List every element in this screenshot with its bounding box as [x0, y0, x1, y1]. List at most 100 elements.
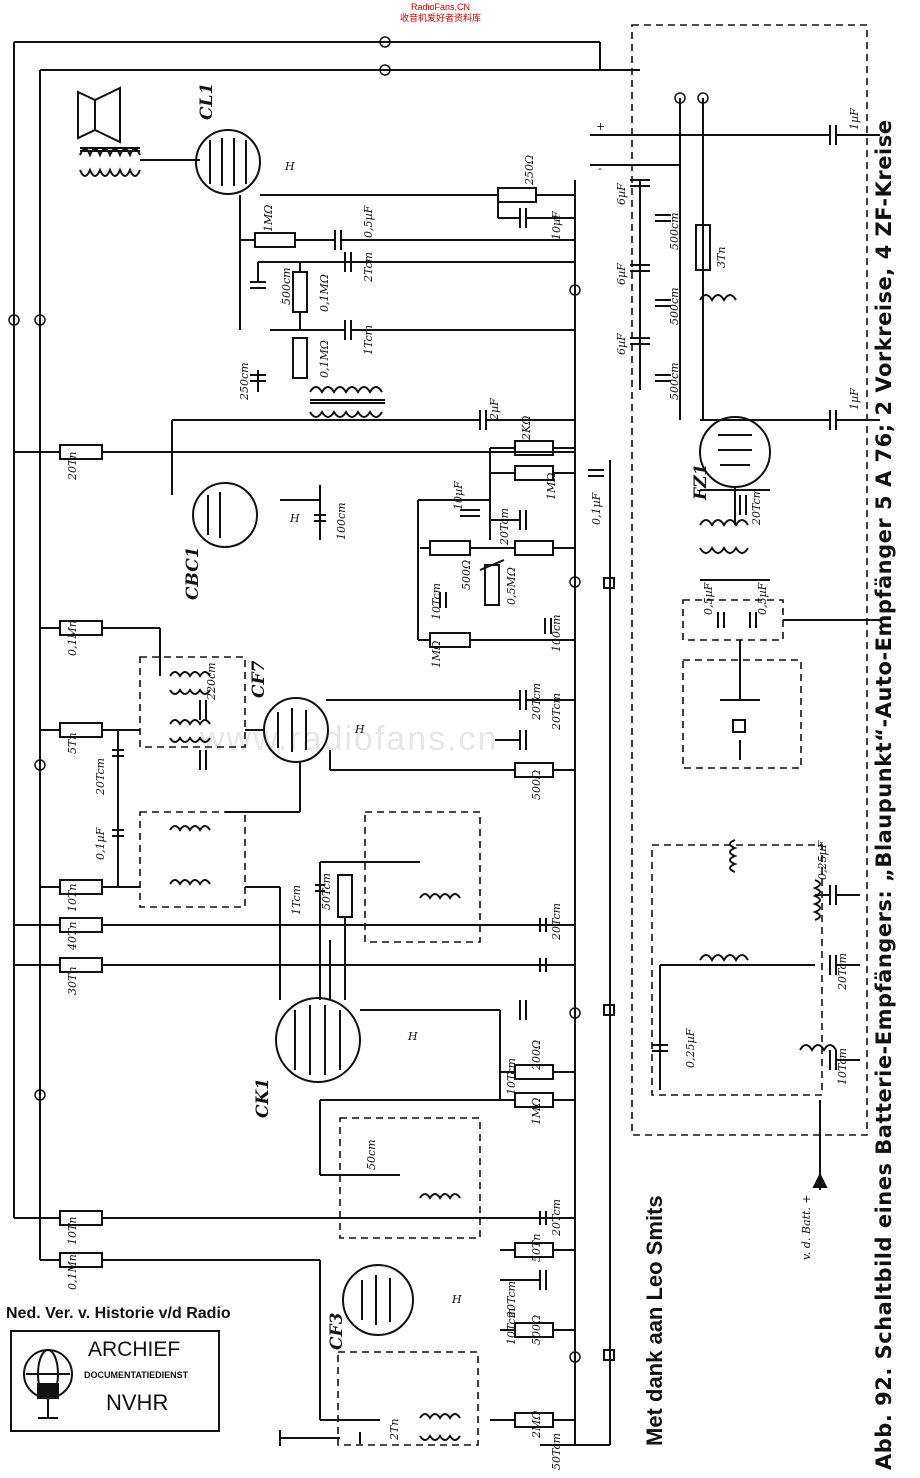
- label-battery: v. d. Batt. +: [800, 1194, 813, 1260]
- label-pwr-5: 500cm: [668, 287, 681, 325]
- label-h-3: H: [354, 723, 365, 736]
- label-right-15: 2MΩ: [530, 1411, 543, 1439]
- label-mid-17: 20Tcm: [550, 693, 563, 731]
- label-mid-8: 250cm: [238, 362, 251, 401]
- watermark-line-2: 收音机爱好者资料库: [400, 13, 482, 23]
- label-h-1: H: [284, 160, 295, 173]
- label-left-4: 20Tcm: [94, 758, 107, 796]
- label-pwr-6: 500cm: [668, 362, 681, 400]
- top-watermark: RadioFans.CN 收音机爱好者资料库: [400, 2, 481, 24]
- tube-label-fz1: FZ1: [691, 464, 711, 501]
- label-plus: +: [596, 120, 605, 133]
- label-right-12: 20Tcm: [550, 1199, 563, 1237]
- label-left-3: 5Tn: [66, 733, 79, 754]
- tube-label-cf3: CF3: [327, 1312, 347, 1350]
- label-right-2: 10µF: [550, 211, 563, 240]
- archive-stamp: ARCHIEF DOCUMENTATIEDIENST NVHR: [10, 1330, 220, 1432]
- label-mid-9: 100cm: [335, 502, 348, 540]
- label-h-2: H: [289, 512, 300, 525]
- label-pwr-11: 0,5µF: [702, 582, 715, 615]
- figure-caption: Abb. 92. Schaltbild eines Batterie-Empfä…: [872, 119, 896, 1470]
- label-mid-15: 100cm: [550, 614, 563, 652]
- label-mid-23: 20Tcm: [505, 1281, 518, 1319]
- label-right-1: 250Ω: [523, 155, 536, 186]
- label-right-14: 500Ω: [530, 1315, 543, 1345]
- coils: [169, 294, 837, 1441]
- audio-components: [171, 187, 575, 495]
- label-mid-13: 0,5MΩ: [505, 567, 518, 605]
- label-h-5: H: [451, 1293, 462, 1306]
- if-filters: [139, 24, 868, 1446]
- label-pwr-3: 6µF: [615, 333, 628, 355]
- archive-line-1: ARCHIEF: [88, 1338, 181, 1361]
- label-mid-25: 2Tn: [388, 1419, 401, 1441]
- label-right-11: 1MΩ: [530, 1098, 543, 1125]
- label-mid-6: 1Tcm: [362, 325, 375, 355]
- label-mid-3: 500cm: [280, 267, 293, 305]
- label-right-8: 500Ω: [530, 770, 543, 800]
- label-mid-22: 50cm: [365, 1139, 378, 1170]
- label-mid-14: 10Tcm: [430, 583, 443, 620]
- archive-line-2: DOCUMENTATIEDIENST: [84, 1370, 189, 1380]
- detector-components: [280, 440, 615, 648]
- archive-line-3: NVHR: [106, 1390, 169, 1415]
- watermark-line-1: RadioFans.CN: [410, 2, 471, 12]
- label-pwr-12: 0,5µF: [756, 582, 769, 615]
- label-pwr-4: 500cm: [668, 212, 681, 250]
- label-mid-2: 0,5µF: [362, 205, 375, 238]
- label-right-9: 20Tcm: [550, 903, 563, 941]
- label-right-5: 1MΩ: [545, 473, 558, 500]
- label-left-5: 0,1µF: [94, 827, 107, 860]
- if-wiring: [112, 628, 615, 1446]
- label-minus: -: [598, 162, 602, 175]
- label-mid-11: 20Tcm: [498, 508, 511, 546]
- label-mid-12: 500Ω: [460, 560, 473, 590]
- label-mid-5: 2Tcm: [362, 252, 375, 283]
- label-pwr-2: 6µF: [615, 263, 628, 285]
- label-pwr-15: 10Tcm: [836, 1048, 849, 1085]
- tube-label-cf7: CF7: [249, 660, 269, 698]
- label-right-13: 50Tn: [530, 1234, 543, 1262]
- speaker: [77, 86, 200, 177]
- label-pwr-16: 0,25µF: [684, 1028, 697, 1068]
- credit-text: Met dank aan Leo Smits: [642, 1195, 667, 1446]
- label-pwr-13: 0,25µF: [816, 840, 829, 880]
- label-right-6: 0,1µF: [590, 492, 603, 525]
- label-h-4: H: [407, 1030, 418, 1043]
- label-right-3: 2µF: [488, 398, 501, 421]
- label-left-1: 20Tn: [66, 452, 79, 481]
- tube-label-cl1: CL1: [197, 83, 217, 120]
- label-pwr-8: 1µF: [848, 108, 861, 130]
- label-pwr-14: 20Tcm: [836, 953, 849, 991]
- label-mid-4: 0,1MΩ: [318, 274, 331, 312]
- archive-heading: Ned. Ver. v. Historie v/d Radio: [6, 1305, 231, 1322]
- power-section: [590, 98, 880, 1190]
- label-right-10: 200Ω: [530, 1040, 543, 1071]
- label-pwr-1: 6µF: [615, 183, 628, 205]
- label-pwr-9: 1µF: [848, 388, 861, 410]
- label-left-10: 0,1Mn: [66, 1254, 79, 1290]
- center-watermark: www.radiofans.cn: [200, 720, 499, 758]
- label-mid-24: 10Tcm: [505, 1308, 518, 1345]
- component-labels: 20Tn 0,1Mn 5Tn 20Tcm 0,1µF 10Tn 40Tn 30T…: [66, 83, 861, 1470]
- label-mid-19: 1Tcm: [290, 885, 303, 915]
- label-left-7: 40Tn: [66, 922, 79, 951]
- label-left-2: 0,1Mn: [66, 620, 79, 656]
- label-left-8: 30Tn: [66, 967, 79, 995]
- label-mid-1: 1MΩ: [262, 205, 275, 232]
- tube-label-cbc1: CBC1: [183, 546, 203, 600]
- left-resistors: [14, 444, 575, 1268]
- label-pwr-7: 3Tn: [715, 247, 728, 268]
- label-left-6: 10Tn: [66, 884, 79, 912]
- label-mid-21: 10Tcm: [505, 1058, 518, 1095]
- globe-logo-icon: [23, 1349, 73, 1419]
- rail-markers: [8, 36, 709, 1363]
- label-mid-10: 10µF: [452, 481, 465, 510]
- label-right-16: 50Tcm: [550, 1433, 563, 1470]
- label-pwr-10: 20Tcm: [750, 488, 763, 526]
- tube-label-ck1: CK1: [253, 1078, 273, 1118]
- label-mid-20: 50Tcm: [320, 873, 333, 910]
- label-left-9: 10Tn: [66, 1217, 79, 1245]
- label-right-4: 2KΩ: [520, 416, 533, 441]
